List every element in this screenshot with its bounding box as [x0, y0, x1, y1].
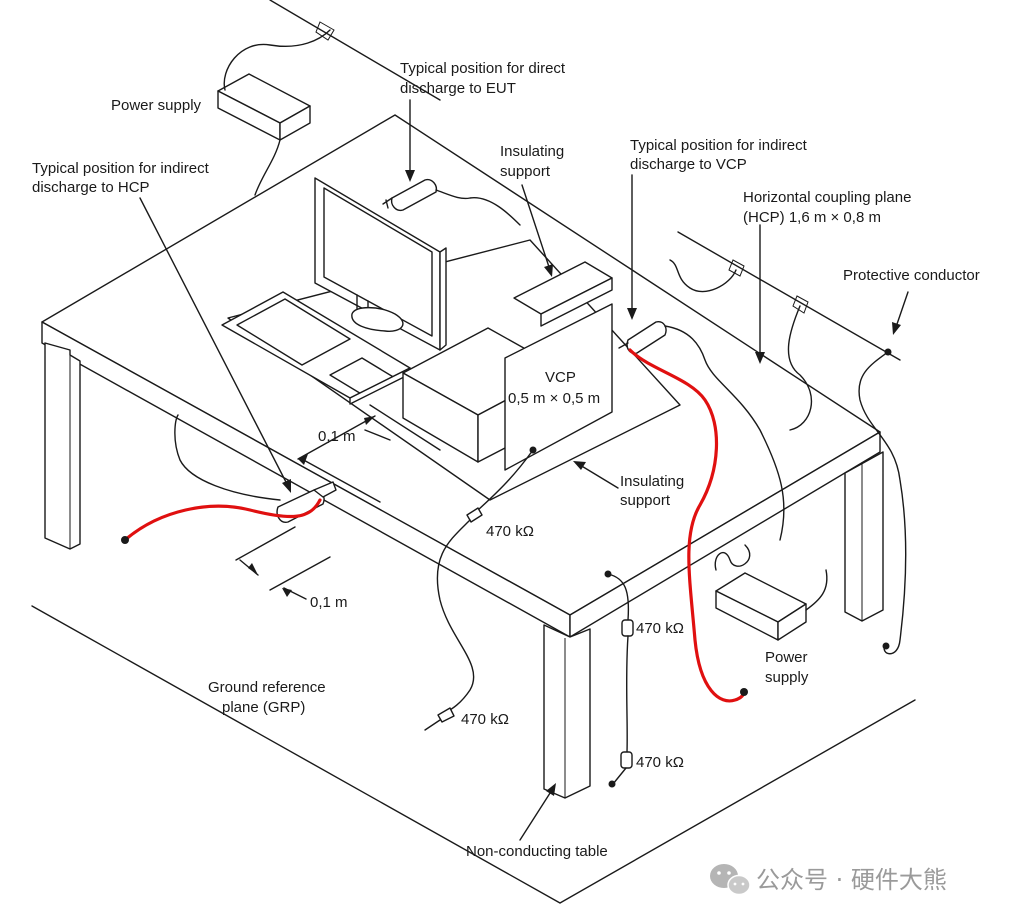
direct-eut-label-line2: discharge to EUT: [400, 80, 516, 97]
dim-lower-label: 0,1 m: [310, 594, 348, 611]
grp-label-line1: Ground reference: [208, 679, 326, 696]
indirect-hcp-label-line2: discharge to HCP: [32, 179, 150, 196]
hcp-label-line2: (HCP) 1,6 m × 0,8 m: [743, 209, 881, 226]
labels: Power supply Typical position for direct…: [32, 60, 980, 860]
vcp-label: VCP: [545, 369, 576, 386]
resistor-label-4: 470 kΩ: [636, 754, 684, 771]
protective-conductor-label: Protective conductor: [843, 267, 980, 284]
power-supply-bottom-label-line1: Power: [765, 649, 808, 666]
indirect-hcp-label-line1: Typical position for indirect: [32, 160, 210, 177]
bleeder-cable-hcp: [604, 570, 634, 788]
indirect-vcp-label-line2: discharge to VCP: [630, 156, 747, 173]
esd-gun-hcp: [121, 414, 337, 544]
insulating-support-top-label-line1: Insulating: [500, 143, 564, 160]
power-supply-top: [217, 29, 331, 196]
watermark: 公众号 · 硬件大熊: [710, 864, 947, 896]
resistor-label-3: 470 kΩ: [461, 711, 509, 728]
bleeder-cable-vcp: [424, 446, 537, 731]
wechat-icon: [710, 864, 751, 896]
vertical-coupling-plane: VCP 0,5 m × 0,5 m: [504, 303, 613, 471]
direct-eut-label-line1: Typical position for direct: [400, 60, 566, 77]
watermark-text: 公众号 · 硬件大熊: [756, 866, 947, 894]
resistor-label-2: 470 kΩ: [636, 620, 684, 637]
protective-conductor-lines: [269, 0, 907, 655]
resistor-label-1: 470 kΩ: [486, 523, 534, 540]
esd-gun-vcp: [618, 321, 785, 703]
insulating-support-block: [513, 261, 613, 327]
eut-monitor: [314, 177, 447, 351]
insulating-support-bottom-label-line2: support: [620, 492, 671, 509]
insulating-support-top-label-line2: support: [500, 163, 551, 180]
indirect-vcp-label-line1: Typical position for indirect: [630, 137, 808, 154]
insulating-support-bottom-label-line1: Insulating: [620, 473, 684, 490]
leader-lines: [139, 99, 909, 841]
dim-upper-label: 0,1 m: [318, 428, 356, 445]
esd-gun-direct: [382, 178, 521, 226]
dimension-marks: 0,1 m 0,1 m: [235, 404, 441, 611]
grp-label-line2: plane (GRP): [222, 699, 305, 716]
vcp-size-label: 0,5 m × 0,5 m: [508, 390, 600, 407]
power-supply-top-label: Power supply: [111, 97, 202, 114]
eut-keyboard: [221, 291, 411, 405]
ground-reference-plane: [31, 605, 916, 904]
power-supply-bottom-label-line2: supply: [765, 669, 809, 686]
hcp-label-line1: Horizontal coupling plane: [743, 189, 911, 206]
power-supply-bottom: [714, 544, 828, 641]
table-label: Non-conducting table: [466, 843, 608, 860]
